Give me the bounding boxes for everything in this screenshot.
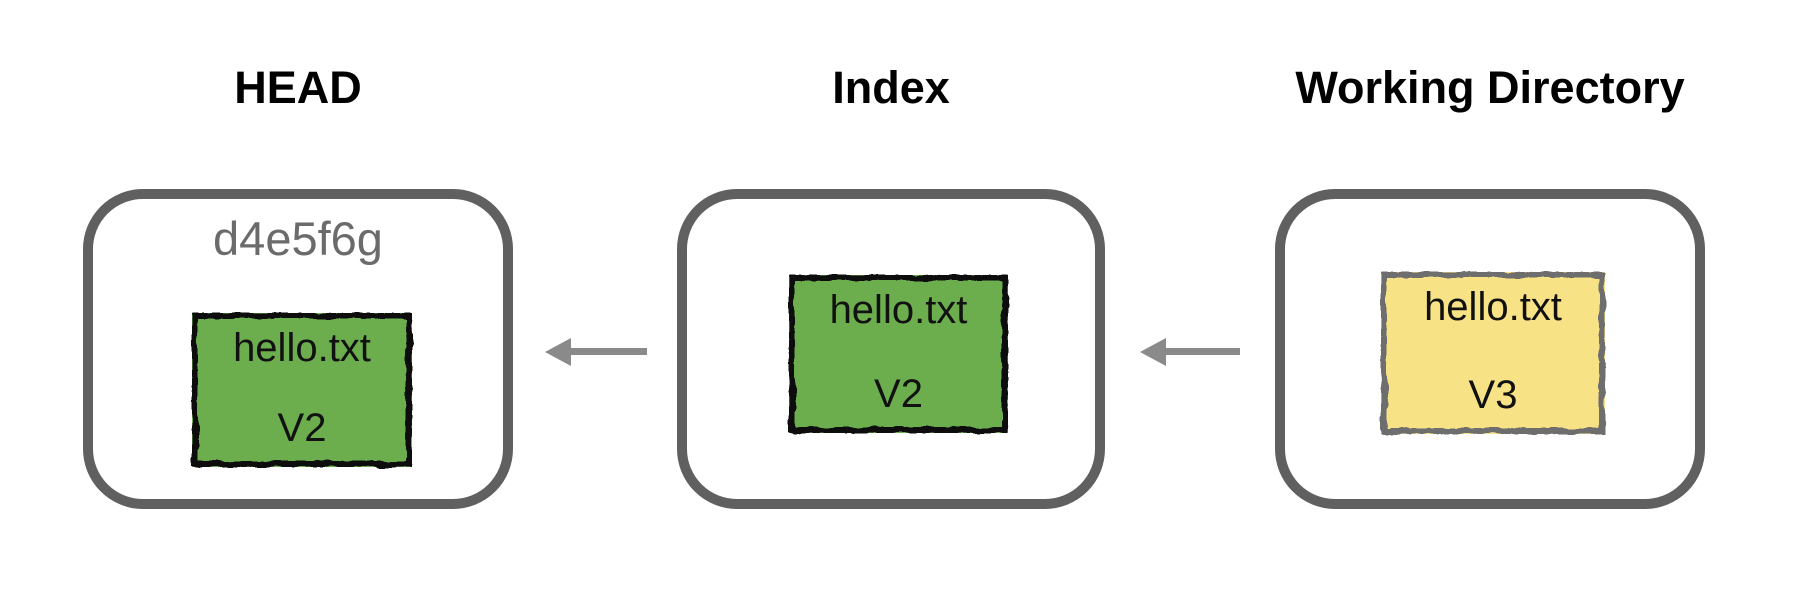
index-container: hello.txt V2 [677,189,1105,509]
arrow-shaft [567,348,647,355]
working-directory-title: Working Directory [1295,62,1685,113]
arrow-index-to-head [545,338,647,366]
file-name-label: hello.txt [233,326,371,370]
arrowhead-icon [1140,338,1166,366]
head-container: d4e5f6g hello.txt V2 [83,189,513,509]
file-name-label: hello.txt [829,288,968,332]
file-version-label: V2 [277,406,327,450]
arrow-shaft [1162,348,1240,355]
index-title: Index [832,62,950,113]
working-directory-container: hello.txt V3 [1275,189,1705,509]
file-name-label: hello.txt [1424,285,1562,329]
file-version-label: V2 [874,372,923,416]
arrow-working-directory-to-index [1140,338,1240,366]
commit-hash-label: d4e5f6g [213,212,383,265]
file-version-label: V3 [1468,373,1518,417]
file-box-working-directory: hello.txt V3 [1381,272,1605,434]
head-title: HEAD [234,62,362,113]
arrowhead-icon [545,338,571,366]
file-box-head: hello.txt V2 [192,313,412,467]
file-box-index: hello.txt V2 [789,275,1008,433]
